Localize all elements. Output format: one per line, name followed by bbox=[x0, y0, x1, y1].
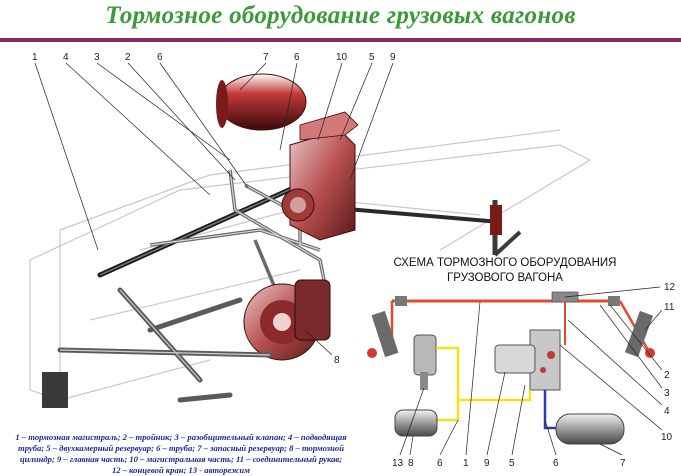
wheel-fragment bbox=[42, 372, 68, 408]
scheme-title-line1: СХЕМА ТОРМОЗНОГО ОБОРУДОВАНИЯ bbox=[394, 257, 617, 269]
scheme-callouts: 12 11 2 3 4 10 13 8 6 1 9 5 6 7 bbox=[392, 282, 676, 469]
scheme-callout-3: 3 bbox=[664, 388, 670, 399]
callout-10: 10 bbox=[336, 52, 348, 63]
scheme-callout-13: 13 bbox=[392, 458, 404, 469]
page-title: Тормозное оборудование грузовых вагонов bbox=[105, 2, 576, 29]
callout-8-main: 8 bbox=[334, 355, 340, 366]
legend-line-2: труба; 5 – двухкамерный резервуар; 6 – т… bbox=[18, 443, 344, 453]
scheme-callout-4: 4 bbox=[664, 406, 670, 417]
legend-line-3: цилиндр; 9 – главная часть; 10 – магистр… bbox=[19, 454, 343, 464]
callout-6b: 6 bbox=[294, 52, 300, 63]
scheme-callout-7: 7 bbox=[620, 458, 626, 469]
callout-6: 6 bbox=[157, 52, 163, 63]
scheme-callout-10: 10 bbox=[661, 432, 673, 443]
linkage-highlights bbox=[59, 289, 271, 381]
brake-cylinder-illustration bbox=[243, 279, 331, 361]
scheme-callout-6b: 6 bbox=[553, 458, 559, 469]
scheme-callout-8: 8 bbox=[408, 458, 414, 469]
legend-line-4: 12 – концевой кран; 13 - авторежим bbox=[111, 465, 251, 475]
scheme-callout-6a: 6 bbox=[437, 458, 443, 469]
callout-1: 1 bbox=[32, 52, 38, 63]
callout-8-leader bbox=[304, 329, 333, 356]
scheme-callout-leaders bbox=[399, 286, 663, 456]
callout-9: 9 bbox=[390, 52, 396, 63]
callout-3: 3 bbox=[94, 52, 100, 63]
callout-2: 2 bbox=[125, 52, 131, 63]
callout-5: 5 bbox=[369, 52, 375, 63]
scheme-callout-9: 9 bbox=[484, 458, 490, 469]
scheme-diagram bbox=[367, 291, 655, 445]
scheme-callout-2: 2 bbox=[664, 370, 670, 381]
scheme-callout-12: 12 bbox=[664, 282, 676, 293]
auxiliary-reservoir-illustration bbox=[216, 73, 307, 131]
end-lever-illustration bbox=[490, 200, 522, 257]
scheme-callout-5: 5 bbox=[509, 458, 515, 469]
top-callouts: 1 4 3 2 6 7 6 10 5 9 bbox=[32, 52, 396, 63]
scheme-callout-11: 11 bbox=[664, 302, 675, 313]
scheme-title-line2: ГРУЗОВОГО ВАГОНА bbox=[447, 272, 563, 284]
legend: 1 – тормозная магистраль; 2 – тройник; 3… bbox=[2, 432, 360, 476]
brake-linkage bbox=[57, 287, 273, 403]
legend-line-1: 1 – тормозная магистраль; 2 – тройник; 3… bbox=[15, 432, 347, 442]
title-rule bbox=[0, 38, 681, 42]
scheme-callout-1: 1 bbox=[463, 458, 469, 469]
top-callout-leaders bbox=[34, 62, 394, 251]
distributor-illustration bbox=[281, 111, 359, 241]
callout-7: 7 bbox=[263, 52, 269, 63]
callout-4: 4 bbox=[63, 52, 69, 63]
